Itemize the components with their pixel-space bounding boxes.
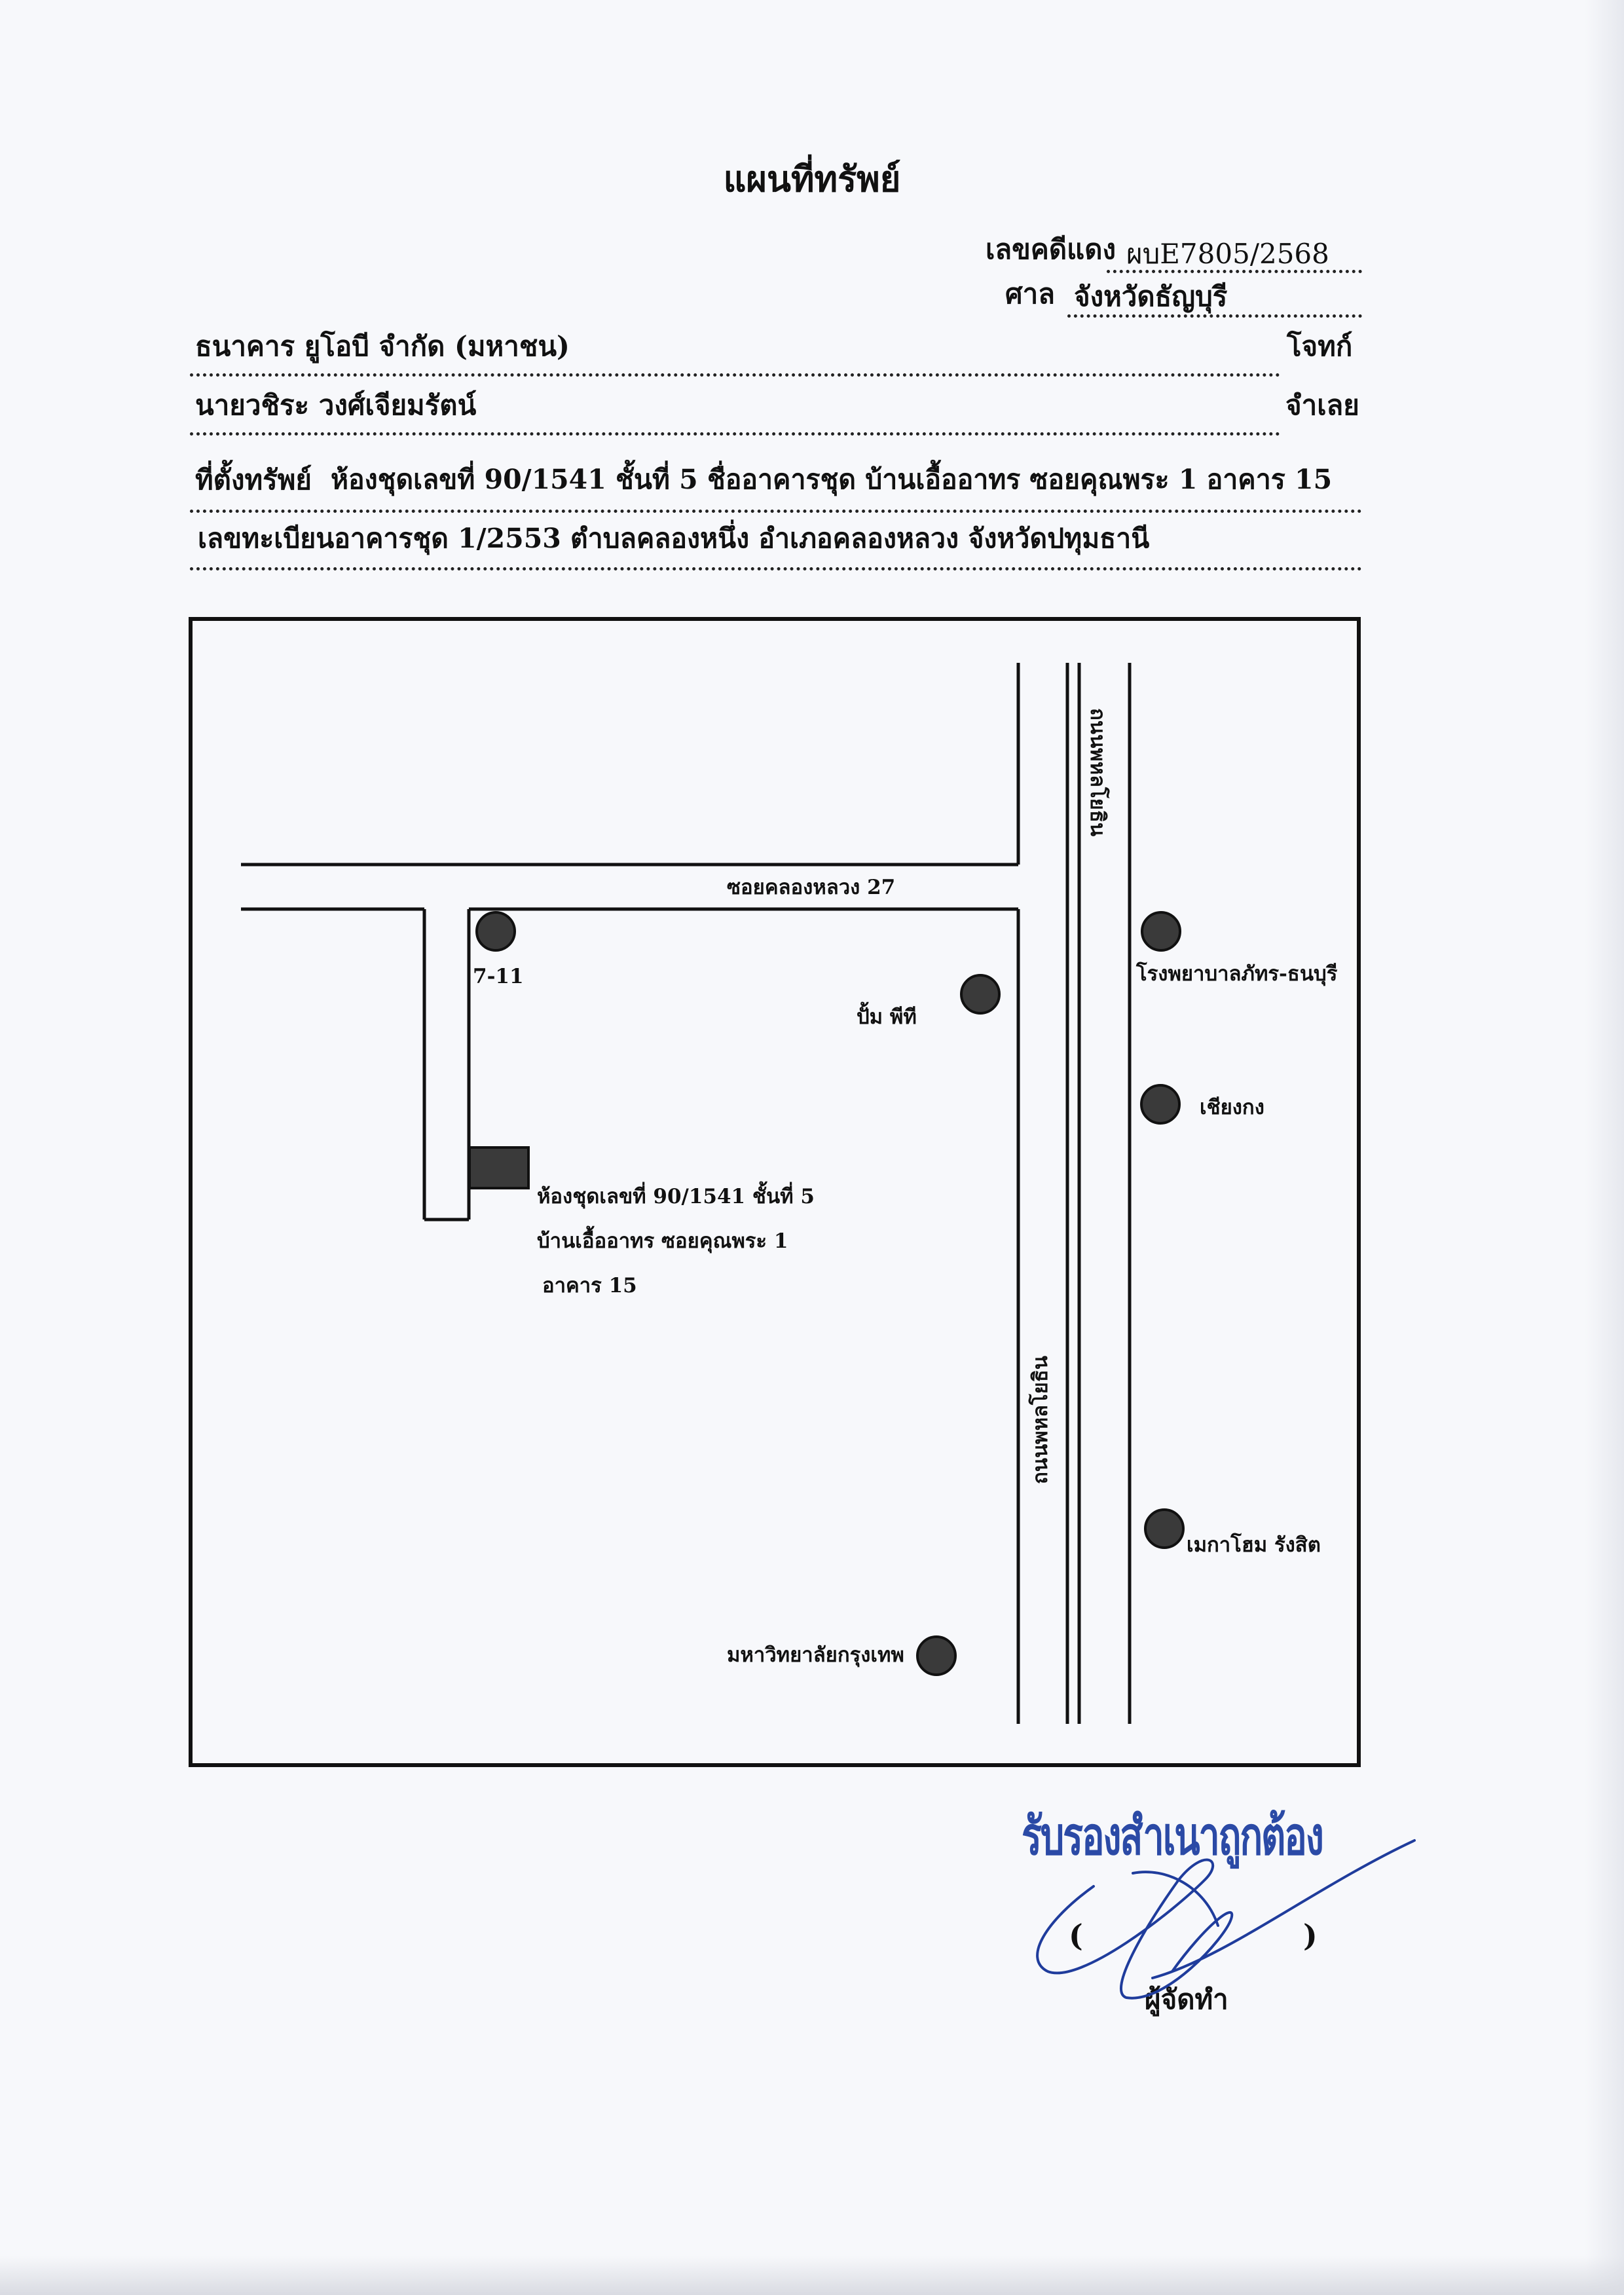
defendant-name: นายวชิระ วงศ์เจียมรัตน์	[195, 389, 477, 421]
defendant-role: จำเลย	[1285, 389, 1359, 421]
plaintiff-name: ธนาคาร ยูโอบี จำกัด (มหาชน)	[195, 330, 570, 362]
chiang-kong-label: เชียงกง	[1200, 1096, 1264, 1119]
property-label-line1: ห้องชุดเลขที่ 90/1541 ชั้นที่ 5	[537, 1185, 815, 1208]
signature-paren-close: )	[1303, 1918, 1318, 1953]
red-case-label: เลขคดีแดง	[986, 233, 1116, 265]
seven-eleven-label: 7-11	[473, 965, 524, 988]
seven-eleven-marker	[475, 911, 516, 952]
page-edge-shadow	[1585, 0, 1624, 2295]
plaintiff-dotline	[190, 373, 1280, 377]
ptt-station-label: ปั้ม พีที	[857, 1005, 917, 1029]
signature-paren-open: (	[1069, 1918, 1083, 1953]
document-title: แผนที่ทรัพย์	[723, 158, 901, 200]
defendant-dotline	[190, 432, 1280, 436]
location-dotline-2	[190, 567, 1362, 570]
hospital-label: โรงพยาบาลภัทร-ธนบุรี	[1136, 962, 1338, 986]
certified-copy-stamp: รับรองสำเนาถูกต้อง	[1022, 1806, 1324, 1867]
page-bottom-shadow	[0, 2256, 1624, 2295]
property-marker	[468, 1146, 530, 1189]
property-location-label: ที่ตั้งทรัพย์	[195, 464, 312, 496]
bangkok-university-marker	[916, 1635, 957, 1676]
preparer-label: ผู้จัดทำ	[1145, 1983, 1228, 2015]
red-case-number: ผบE7805/2568	[1126, 238, 1329, 270]
chiang-kong-marker	[1140, 1084, 1181, 1125]
soi-road-label: ซอยคลองหลวง 27	[727, 876, 896, 899]
handwritten-signature	[1036, 1839, 1416, 2000]
property-location-line2: เลขทะเบียนอาคารชุด 1/2553 ตำบลคลองหนึ่ง …	[198, 523, 1150, 554]
court-dotline	[1067, 314, 1362, 318]
bangkok-university-label: มหาวิทยาลัยกรุงเทพ	[727, 1643, 904, 1667]
ptt-station-marker	[960, 974, 1001, 1015]
location-dotline-1	[190, 510, 1362, 513]
main-road-label-bottom: ถนนพหลโยธิน	[1029, 1356, 1052, 1484]
court-name: จังหวัดธัญบุรี	[1074, 280, 1228, 312]
hospital-marker	[1141, 911, 1181, 952]
mega-home-marker	[1144, 1508, 1185, 1549]
map-frame	[189, 617, 1361, 1767]
plaintiff-role: โจทก์	[1287, 330, 1353, 362]
property-label-line2: บ้านเอื้ออาทร ซอยคุณพระ 1	[537, 1229, 788, 1253]
property-location-line1: ห้องชุดเลขที่ 90/1541 ชั้นที่ 5 ชื่ออาคา…	[331, 464, 1333, 495]
main-road-label-top: ถนนพหลโยธิน	[1086, 708, 1109, 836]
court-label: ศาล	[1005, 278, 1055, 310]
property-label-line3: อาคาร 15	[542, 1274, 637, 1297]
red-case-dotline	[1107, 270, 1362, 273]
mega-home-label: เมกาโฮม รังสิต	[1187, 1533, 1321, 1557]
